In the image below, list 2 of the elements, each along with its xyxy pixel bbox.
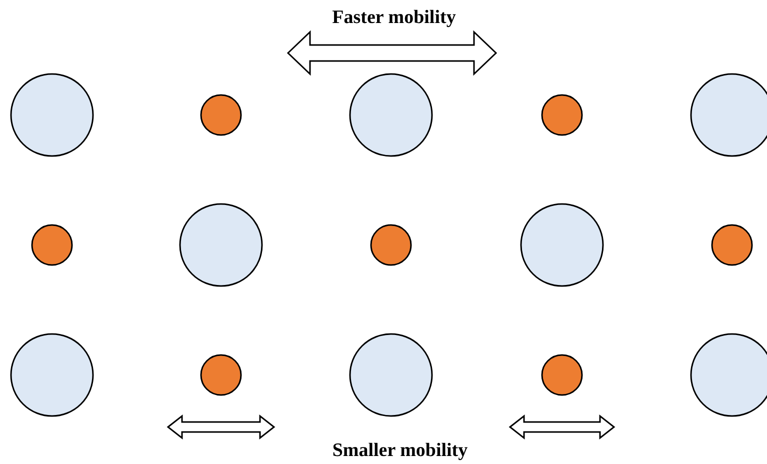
caption-text: Smaller mobility	[332, 441, 468, 460]
caption-text: Faster mobility	[332, 8, 456, 27]
